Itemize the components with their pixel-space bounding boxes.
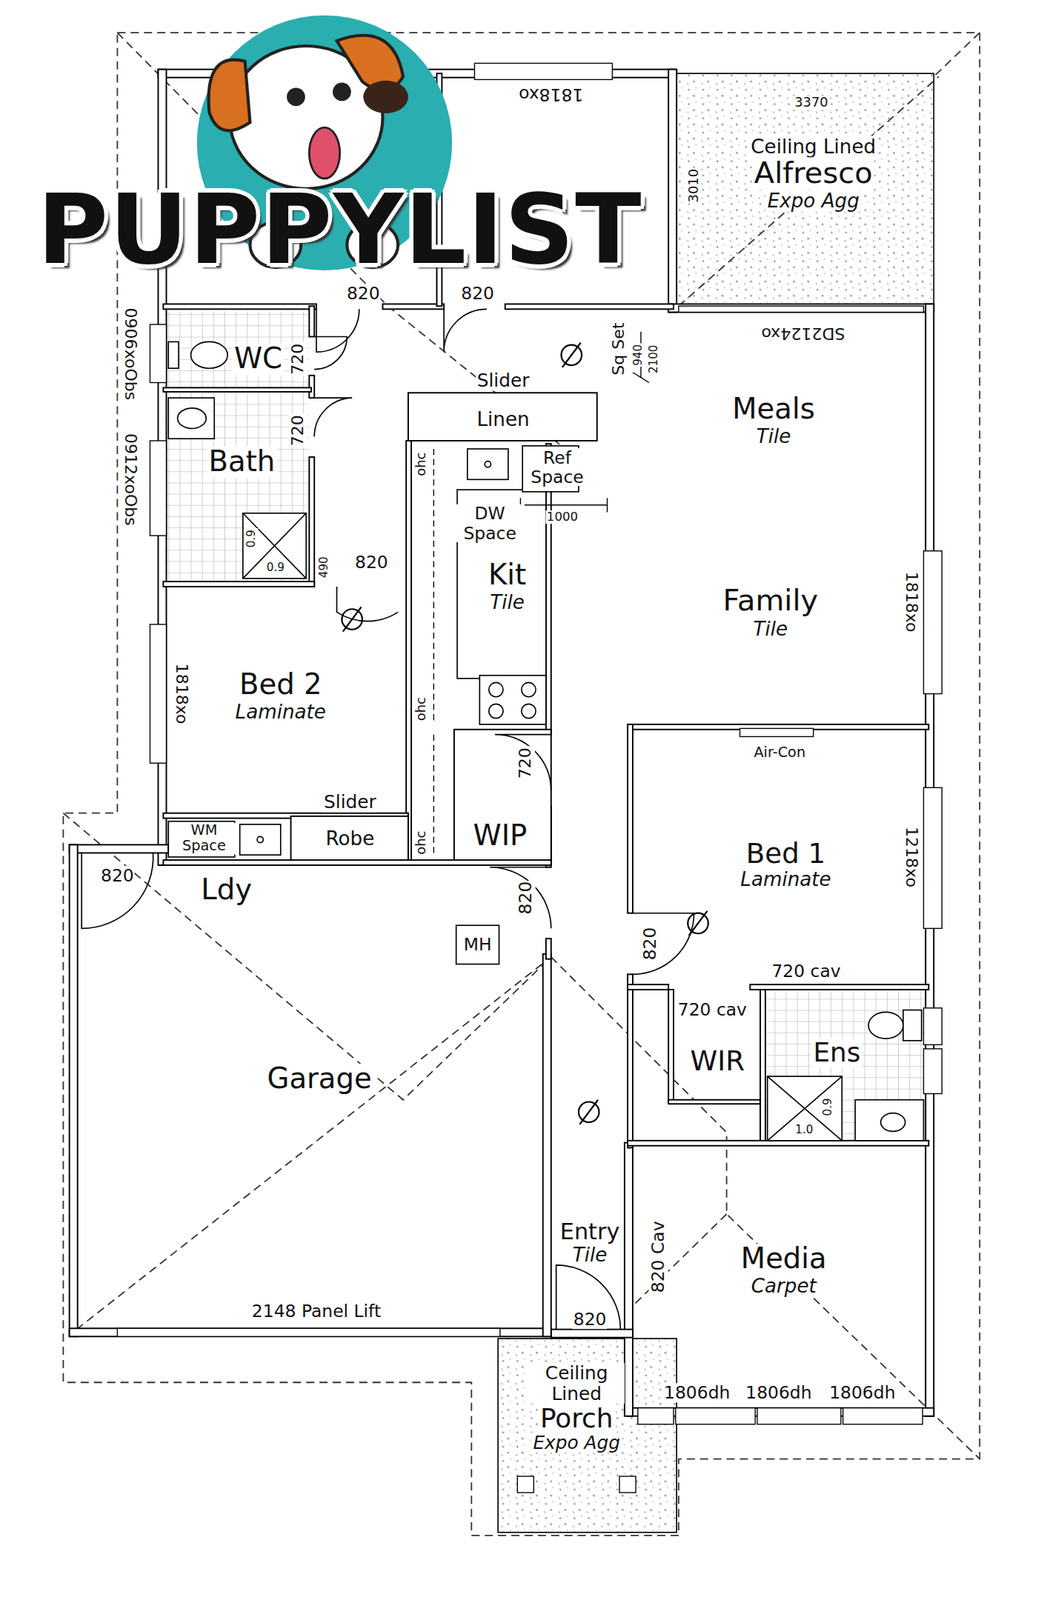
room-note: Tile <box>570 1244 610 1267</box>
dimension-label: Ref Space <box>525 448 589 487</box>
room-note: Porch <box>537 1404 615 1433</box>
dimension-label: 1806dh <box>663 1383 732 1403</box>
dimension-label: 1818xo <box>517 85 585 105</box>
dimension-label: 1818xo <box>902 570 921 634</box>
dimension-label: ohc <box>414 451 430 478</box>
dimension-label: WM Space <box>172 823 236 855</box>
dimension-label: 2148 Panel Lift <box>250 1301 382 1322</box>
room: MediaCarpet <box>738 1244 829 1297</box>
dimension-label: 0.9 <box>245 529 259 550</box>
room-name: Family <box>720 585 821 618</box>
room-name: WIP <box>471 820 530 853</box>
dimension-label: 0912xoObs <box>121 432 140 528</box>
dimension-label: 940 <box>632 343 646 367</box>
room: WIP <box>471 820 530 853</box>
dimension-label: 490 <box>318 555 332 580</box>
room: Bed 2Laminate <box>233 669 329 723</box>
room-name: Meals <box>730 394 818 426</box>
room-name: Entry <box>557 1220 622 1245</box>
room-note: Laminate <box>233 700 329 723</box>
dimension-label: MH <box>462 935 493 956</box>
room: Bath <box>206 446 278 478</box>
room-name: Garage <box>265 1064 375 1096</box>
room-note: Tile <box>487 592 527 614</box>
dimension-label: Slider <box>475 370 530 391</box>
dimension-label: 820 <box>346 284 381 304</box>
room-note: Alfresco <box>752 157 875 190</box>
dimension-label: 0.9 <box>265 562 286 575</box>
room-name: Kit <box>486 560 529 592</box>
room: Linen <box>474 409 533 431</box>
room-note: Ceiling Lined <box>749 135 879 158</box>
room-note: Laminate <box>738 869 834 891</box>
dimension-label: 820 <box>354 552 389 573</box>
room-name: WC <box>231 343 285 375</box>
dimension-label: 820 Cav <box>649 1220 669 1294</box>
dimension-label: 820 <box>460 284 495 304</box>
dimension-label: 720 cav <box>770 961 842 982</box>
dimension-label: 3010 <box>686 168 702 204</box>
dimension-label: 3370 <box>793 95 830 111</box>
room: WIR <box>688 1046 747 1077</box>
dimension-label: Sq Set <box>609 321 628 377</box>
room: Bed 1Laminate <box>738 838 834 891</box>
dimension-label: 0.9 <box>822 1097 836 1118</box>
room-name: Media <box>738 1244 829 1276</box>
room: Ceiling LinedAlfrescoExpo Agg <box>749 135 879 211</box>
room: Ldy <box>199 875 255 907</box>
room-note: Tile <box>754 425 793 447</box>
room-name: WIR <box>688 1046 747 1077</box>
dimension-label: 720 <box>288 414 307 448</box>
room: Robe <box>323 828 377 850</box>
room-name: Bath <box>206 446 278 478</box>
dimension-label: ohc <box>414 696 430 723</box>
dimension-label: 1818xo <box>172 662 191 726</box>
room-name: Linen <box>474 409 533 431</box>
room-note: Tile <box>751 617 790 640</box>
room-name: Bed 1 <box>743 838 828 870</box>
room-note: Carpet <box>749 1275 819 1298</box>
room-name: Ldy <box>199 875 255 907</box>
room: FamilyTile <box>720 585 821 640</box>
room: WC <box>231 343 285 375</box>
dimension-label: 720 <box>516 746 535 781</box>
room-name: Bed 2 <box>237 669 324 701</box>
room-note: Ceiling Lined <box>528 1363 624 1405</box>
watermark: PUPPYLIST <box>36 176 644 284</box>
dimension-label: 1218xo <box>902 826 921 890</box>
room: Ceiling LinedPorchExpo Agg <box>528 1363 624 1454</box>
dimension-label: SD2124xo <box>760 324 847 343</box>
dimension-label: DW Space <box>454 504 525 543</box>
room-note: Expo Agg <box>531 1432 623 1454</box>
dimension-label: 1.0 <box>794 1124 815 1138</box>
dimension-label: 820 <box>100 866 135 886</box>
dimension-label: ohc <box>414 829 430 856</box>
dimension-label: Air-Con <box>752 745 807 761</box>
dimension-label: 820 <box>572 1310 607 1330</box>
dimension-label: Slider <box>323 792 378 813</box>
room-note: Expo Agg <box>765 189 862 212</box>
dimension-label: 2100 <box>648 343 661 375</box>
room: Garage <box>265 1064 375 1096</box>
dimension-label: 820 <box>515 880 535 916</box>
dimension-label: 1806dh <box>828 1383 897 1403</box>
room: MealsTile <box>730 394 818 447</box>
room: KitTile <box>486 560 529 613</box>
room-name: Robe <box>323 828 377 850</box>
dimension-label: 820 <box>640 926 660 962</box>
room: Ens <box>811 1038 863 1068</box>
dimension-label: 720 cav <box>676 1001 748 1021</box>
dimension-label: 0906xoObs <box>121 306 140 402</box>
room: EntryTile <box>557 1220 622 1267</box>
dimension-label: 1000 <box>545 510 579 524</box>
dimension-label: 1806dh <box>744 1383 813 1403</box>
room-name: Ens <box>811 1038 863 1068</box>
dimension-label: 720 <box>288 342 307 376</box>
